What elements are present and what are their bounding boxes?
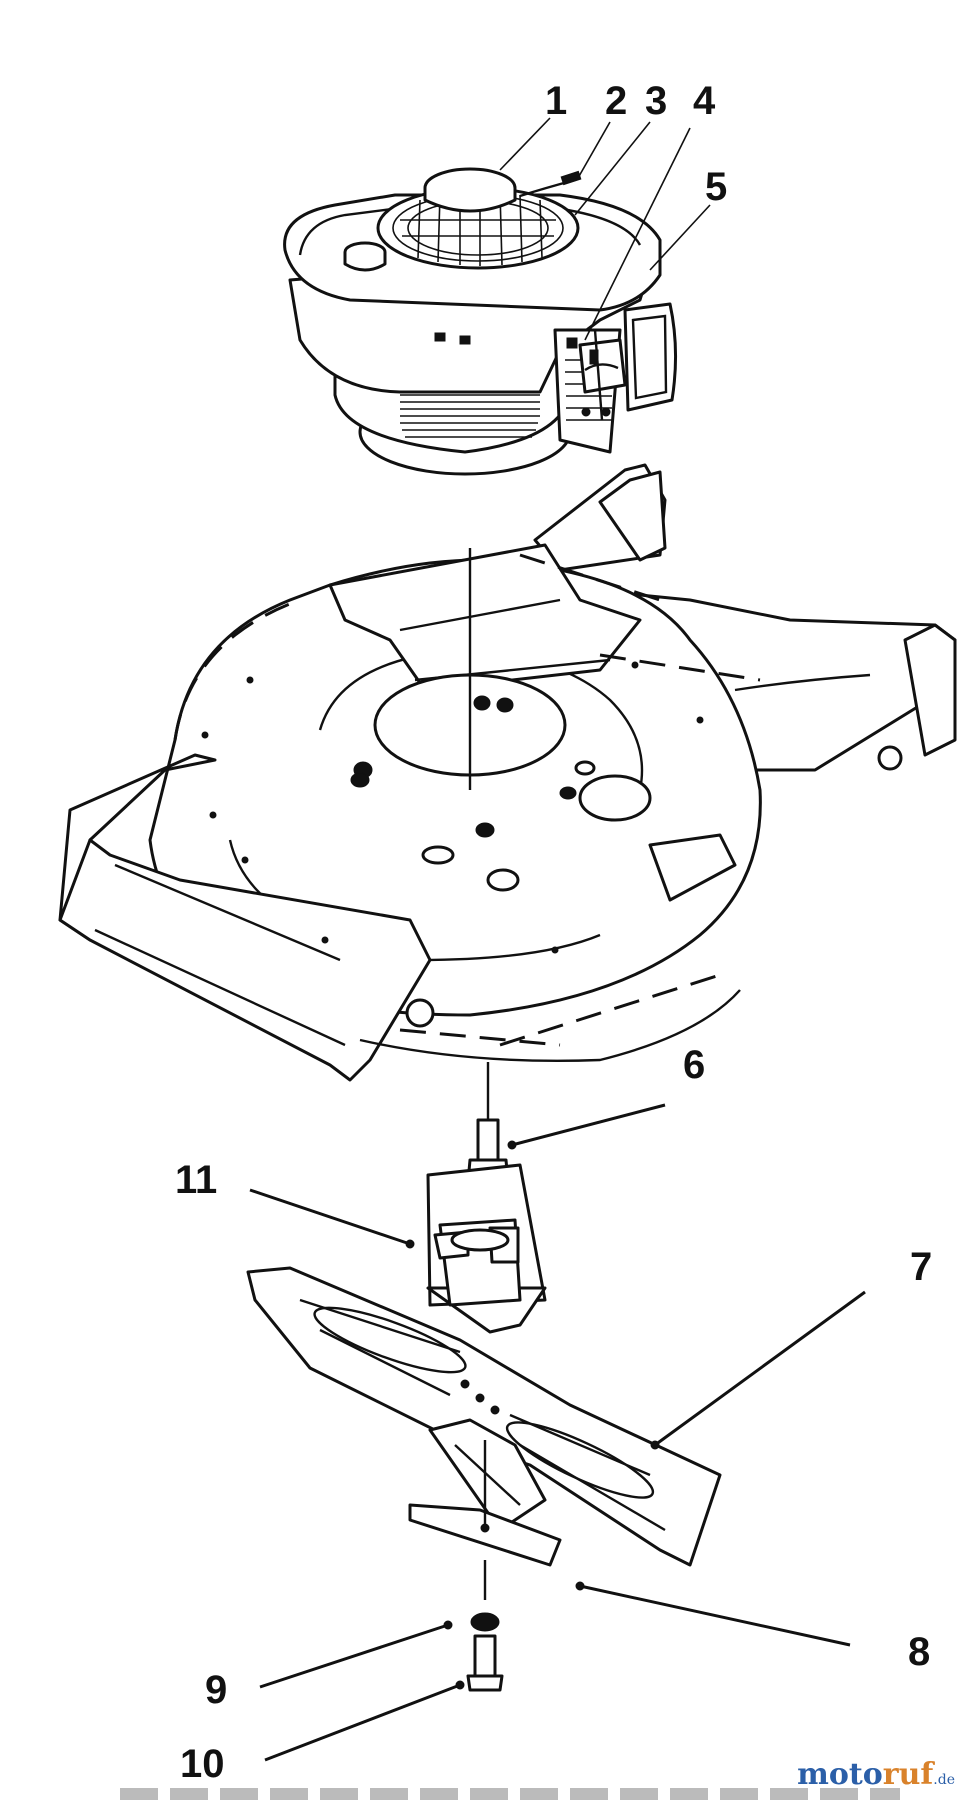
- callout-numbers: 1 2 3 4 5 6 7 8 9 10 11: [175, 79, 932, 1786]
- callout-4: 4: [693, 79, 716, 123]
- part-9-washer: [470, 1612, 500, 1632]
- callout-2: 2: [605, 79, 627, 123]
- engine-assembly: [283, 167, 678, 476]
- callout-11: 11: [175, 1158, 217, 1202]
- callout-10: 10: [180, 1742, 225, 1786]
- callout-8: 8: [908, 1630, 930, 1674]
- part-11-blade-adapter: [426, 1163, 547, 1334]
- callout-3: 3: [645, 79, 667, 123]
- callout-6: 6: [683, 1043, 705, 1087]
- callout-9: 9: [205, 1668, 227, 1712]
- part-7-blade: [246, 1266, 722, 1567]
- part-6-bolt: [466, 1062, 510, 1184]
- mower-deck: [58, 463, 957, 1082]
- callout-1: 1: [545, 79, 567, 123]
- callout-5: 5: [705, 165, 727, 209]
- watermark-logo: motoruf.de: [797, 1757, 955, 1792]
- cropped-footer-strip: [120, 1788, 900, 1800]
- watermark-part-3: .de: [933, 1772, 955, 1788]
- watermark-part-2: ruf: [882, 1757, 934, 1792]
- callout-7: 7: [910, 1245, 932, 1289]
- part-8-baffle: [408, 1418, 562, 1567]
- watermark-part-1: moto: [797, 1757, 883, 1792]
- leader-lines: [249, 117, 866, 1762]
- part-10-bolt: [466, 1634, 504, 1692]
